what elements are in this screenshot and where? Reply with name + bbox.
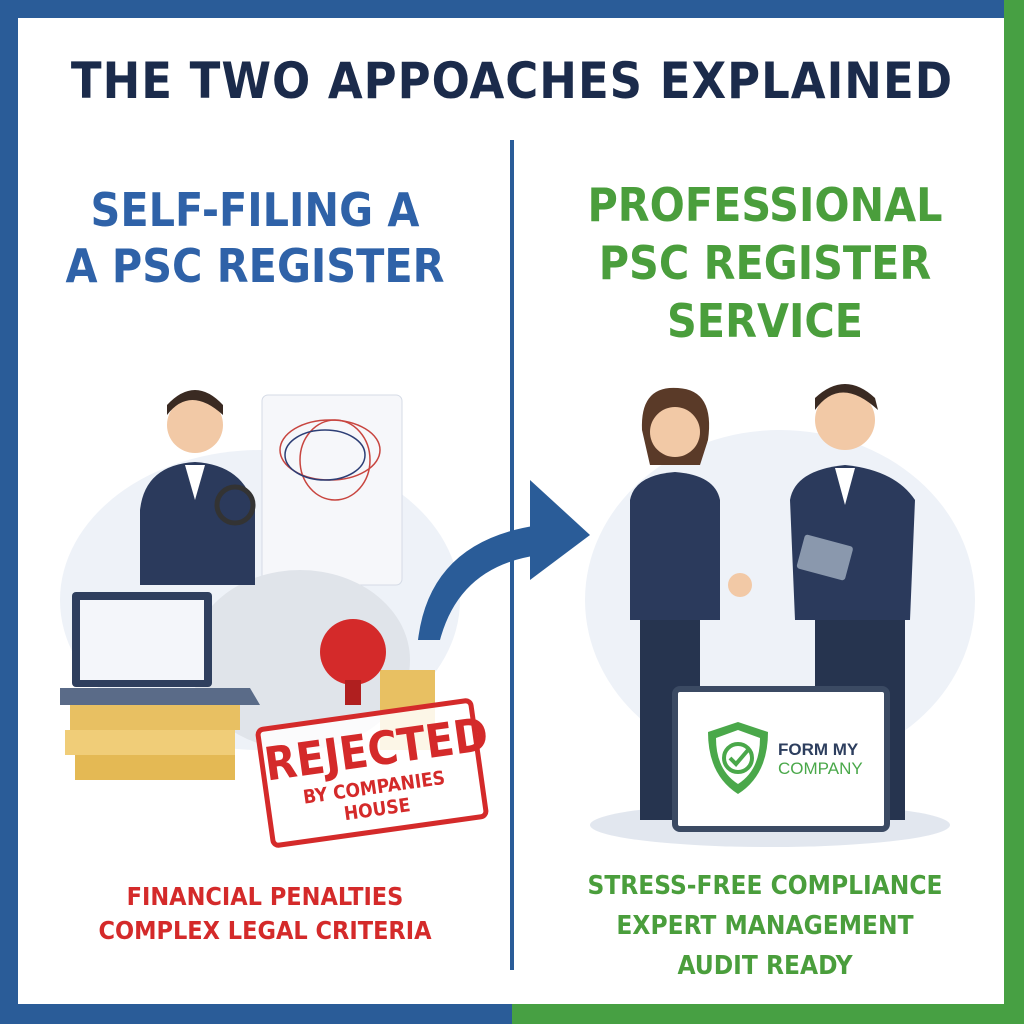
right-heading-line: PROFESSIONAL	[587, 178, 943, 232]
left-heading: SELF-FILING A A PSC REGISTER	[40, 182, 470, 294]
frame-right	[1004, 0, 1024, 1024]
left-point: FINANCIAL PENALTIES	[126, 882, 404, 911]
shield-check-icon	[708, 722, 768, 794]
frame-bottom-left	[0, 1004, 512, 1024]
frame-top	[0, 0, 1006, 18]
arrow-icon	[418, 480, 590, 640]
self-filing-illustration	[60, 390, 460, 780]
company-logo-tablet: FORM MY COMPANY	[672, 686, 890, 832]
left-heading-line: SELF-FILING A	[90, 183, 420, 237]
right-heading-line: PSC REGISTER	[598, 236, 932, 290]
frame-left	[0, 0, 18, 1024]
right-points: STRESS-FREE COMPLIANCE EXPERT MANAGEMENT…	[540, 866, 990, 986]
logo-line-2: COMPANY	[778, 759, 863, 778]
frame-bottom-right	[512, 1004, 1024, 1024]
right-point: AUDIT READY	[677, 951, 853, 981]
right-point: EXPERT MANAGEMENT	[616, 911, 914, 941]
left-points: FINANCIAL PENALTIES COMPLEX LEGAL CRITER…	[40, 880, 490, 948]
right-point: STRESS-FREE COMPLIANCE	[587, 871, 943, 901]
logo-text: FORM MY COMPANY	[778, 740, 863, 778]
logo-line-1: FORM MY	[778, 740, 859, 759]
left-heading-line: A PSC REGISTER	[65, 239, 445, 293]
right-heading-line: SERVICE	[666, 294, 864, 348]
right-heading: PROFESSIONAL PSC REGISTER SERVICE	[545, 176, 985, 350]
left-point: COMPLEX LEGAL CRITERIA	[98, 916, 432, 945]
page-title: THE TWO APPOACHES EXPLAINED	[70, 52, 954, 110]
